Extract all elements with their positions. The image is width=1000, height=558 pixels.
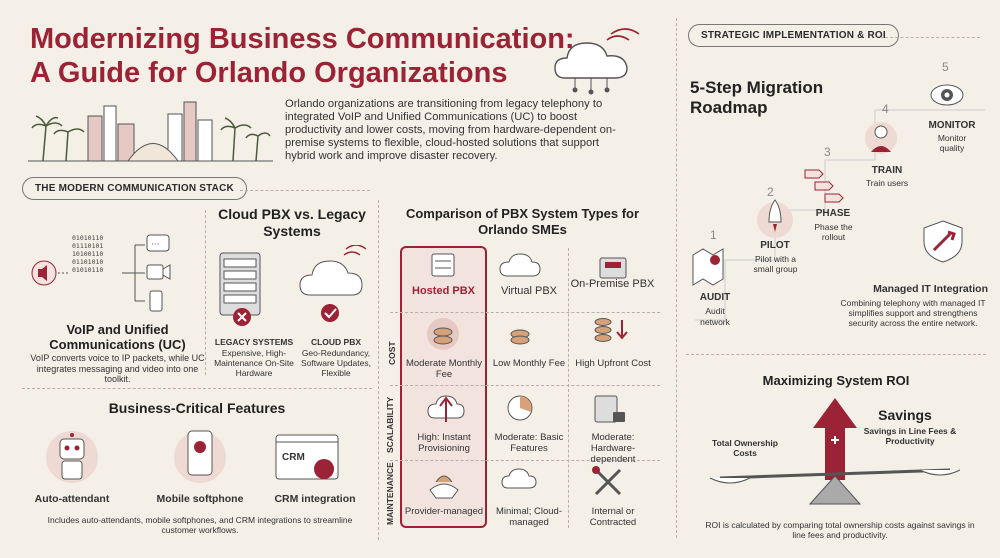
cell-maint-virtual: Minimal; Cloud-managed bbox=[496, 506, 562, 528]
intro-text: Orlando organizations are transitioning … bbox=[285, 98, 616, 162]
managed-it-desc: Combining telephony with managed IT simp… bbox=[840, 298, 986, 328]
savings-desc: Savings in Line Fees & Productivity bbox=[863, 426, 957, 446]
cloud-vs-legacy-title: Cloud PBX vs. Legacy Systems bbox=[218, 206, 366, 239]
roadmap-title: 5-Step Migration Roadmap bbox=[690, 78, 824, 117]
step-pilot-name: PILOT bbox=[760, 240, 790, 251]
tco-label: Total Ownership Costs bbox=[712, 438, 778, 458]
step-phase-desc: Phase the rollout bbox=[814, 222, 853, 242]
map-icon bbox=[692, 248, 724, 286]
step-audit-desc: Audit network bbox=[700, 306, 730, 327]
col-onpremise-pbx: On-Premise PBX bbox=[570, 278, 655, 290]
legacy-label: LEGACY SYSTEMS bbox=[214, 337, 294, 347]
feature-mobile-softphone: Mobile softphone bbox=[156, 493, 244, 505]
video-icon bbox=[146, 264, 164, 280]
orlando-skyline-icon bbox=[28, 101, 273, 162]
crm-badge: CRM bbox=[282, 452, 305, 463]
col-hosted-pbx: Hosted PBX bbox=[412, 285, 475, 297]
title-line-1: Modernizing Business Communication: bbox=[30, 23, 575, 55]
feature-icons bbox=[46, 430, 339, 483]
legacy-desc: Expensive, High-Maintenance On-Site Hard… bbox=[214, 348, 294, 378]
features-title: Business-Critical Features bbox=[108, 400, 286, 416]
row-label-cost: COST bbox=[387, 341, 397, 365]
cell-scal-onpremise: Moderate: Hardware-dependent bbox=[590, 432, 636, 465]
col-virtual-pbx: Virtual PBX bbox=[500, 285, 558, 297]
step-2-num: 2 bbox=[767, 185, 774, 199]
managed-it-title: Managed IT Integration bbox=[873, 283, 988, 295]
step-monitor-desc: Monitor quality bbox=[937, 133, 967, 153]
section-label-roadmap: STRATEGIC IMPLEMENTATION & ROI bbox=[688, 24, 899, 47]
trainer-icon bbox=[874, 125, 888, 139]
cell-scal-virtual: Moderate: Basic Features bbox=[494, 432, 564, 454]
comparison-icons bbox=[427, 253, 628, 499]
cloud-icon bbox=[299, 260, 363, 296]
chat-icon bbox=[146, 234, 170, 252]
feature-auto-attendant: Auto-attendant bbox=[34, 493, 110, 505]
phase-arrows-icon bbox=[804, 169, 844, 203]
savings-title: Savings bbox=[878, 407, 932, 423]
step-3-num: 3 bbox=[824, 145, 831, 159]
cloudpbx-desc: Geo-Redundancy, Software Updates, Flexib… bbox=[301, 348, 371, 378]
voip-desc: VoIP converts voice to IP packets, while… bbox=[30, 353, 205, 384]
server-vs-cloud-icons bbox=[219, 245, 367, 326]
phone-icon bbox=[149, 290, 163, 312]
rocket-icon bbox=[768, 199, 782, 223]
row-label-maintenance: MAINTENANCE bbox=[385, 462, 395, 525]
voip-title: VoIP and Unified Communications (UC) bbox=[49, 322, 186, 352]
roi-scale-illustration bbox=[709, 398, 961, 505]
shield-wrench-icon bbox=[923, 220, 963, 263]
step-phase-name: PHASE bbox=[815, 208, 851, 219]
step-5-num: 5 bbox=[942, 60, 949, 74]
roi-title: Maximizing System ROI bbox=[762, 373, 910, 388]
feature-crm-integration: CRM integration bbox=[274, 493, 356, 505]
voip-diagram: ··· bbox=[31, 234, 171, 312]
cell-scal-hosted: High: Instant Provisioning bbox=[417, 432, 471, 454]
step-monitor-name: MONITOR bbox=[928, 120, 976, 131]
step-4-num: 4 bbox=[882, 102, 889, 116]
title-line-2: A Guide for Orlando Organizations bbox=[30, 57, 508, 89]
cell-cost-virtual: Low Monthly Fee bbox=[492, 358, 566, 369]
step-train-name: TRAIN bbox=[871, 165, 903, 176]
step-audit-name: AUDIT bbox=[699, 292, 731, 303]
cell-cost-hosted: Moderate Monthly Fee bbox=[405, 358, 483, 380]
features-desc: Includes auto-attendants, mobile softpho… bbox=[47, 515, 353, 535]
cell-cost-onpremise: High Upfront Cost bbox=[575, 358, 651, 369]
cell-maint-onpremise: Internal or Contracted bbox=[589, 506, 637, 528]
section-label-stack: THE MODERN COMMUNICATION STACK bbox=[22, 177, 247, 200]
step-pilot-desc: Pilot with a small group bbox=[753, 254, 798, 274]
hosted-server-icon bbox=[431, 253, 455, 277]
roadmap-steps-illustration bbox=[692, 84, 985, 321]
step-train-desc: Train users bbox=[865, 178, 909, 188]
page-title: Modernizing Business Communication: A Gu… bbox=[30, 22, 630, 90]
virtual-cloud-icon bbox=[499, 253, 541, 277]
svg-text:···: ··· bbox=[151, 240, 160, 250]
roi-desc: ROI is calculated by comparing total own… bbox=[705, 520, 975, 540]
cell-maint-hosted: Provider-managed bbox=[404, 506, 484, 517]
comparison-title: Comparison of PBX System Types for Orlan… bbox=[405, 206, 640, 237]
step-1-num: 1 bbox=[710, 228, 717, 242]
robot-icon bbox=[59, 438, 85, 460]
cloud-network-icon bbox=[554, 28, 640, 95]
cloudpbx-label: CLOUD PBX bbox=[310, 337, 362, 347]
row-label-scalability: SCALABILITY bbox=[385, 396, 395, 453]
